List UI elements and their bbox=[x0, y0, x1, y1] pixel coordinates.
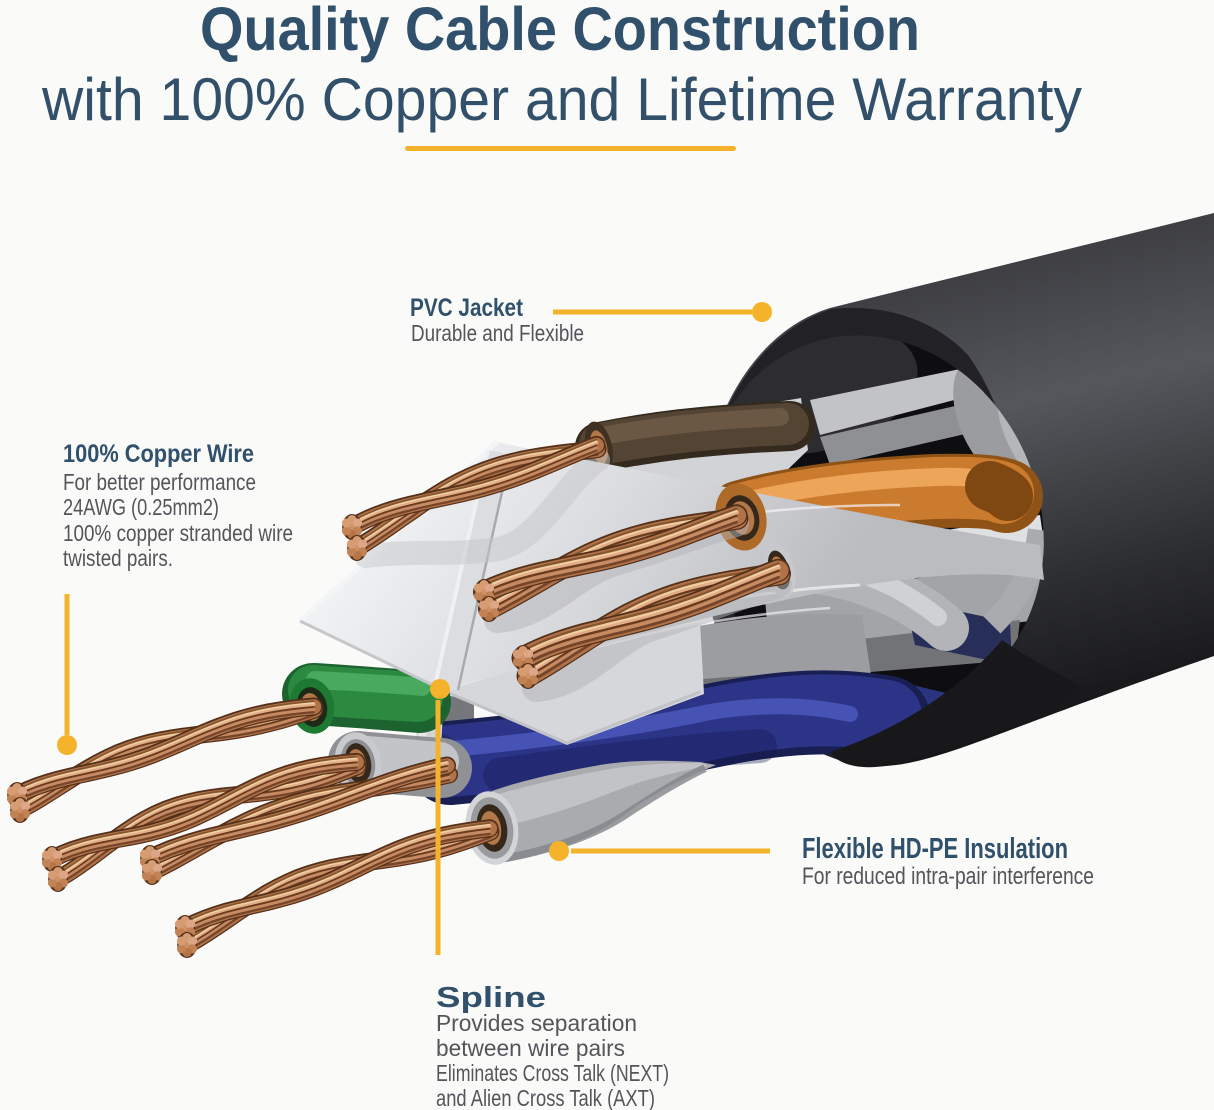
svg-text:twisted pairs.: twisted pairs. bbox=[63, 545, 173, 571]
svg-text:Spline: Spline bbox=[436, 982, 546, 1014]
svg-text:100% copper stranded wire: 100% copper stranded wire bbox=[63, 520, 293, 546]
svg-text:For reduced intra-pair interfe: For reduced intra-pair interference bbox=[802, 863, 1094, 890]
svg-text:Durable and Flexible: Durable and Flexible bbox=[411, 320, 584, 346]
svg-text:Flexible HD-PE Insulation: Flexible HD-PE Insulation bbox=[802, 833, 1068, 865]
svg-text:For better performance: For better performance bbox=[63, 469, 256, 495]
svg-text:24AWG (0.25mm2): 24AWG (0.25mm2) bbox=[63, 494, 219, 520]
svg-text:between wire pairs: between wire pairs bbox=[436, 1035, 625, 1061]
svg-text:100% Copper Wire: 100% Copper Wire bbox=[63, 440, 254, 468]
svg-text:with 100% Copper and Lifetime: with 100% Copper and Lifetime Warranty bbox=[41, 66, 1082, 133]
svg-text:Eliminates Cross Talk (NEXT): Eliminates Cross Talk (NEXT) bbox=[436, 1060, 669, 1086]
svg-text:Quality Cable Construction: Quality Cable Construction bbox=[200, 0, 920, 63]
svg-text:PVC Jacket: PVC Jacket bbox=[410, 294, 524, 322]
svg-text:and Alien Cross Talk (AXT): and Alien Cross Talk (AXT) bbox=[436, 1085, 655, 1110]
svg-text:Provides separation: Provides separation bbox=[436, 1010, 637, 1036]
